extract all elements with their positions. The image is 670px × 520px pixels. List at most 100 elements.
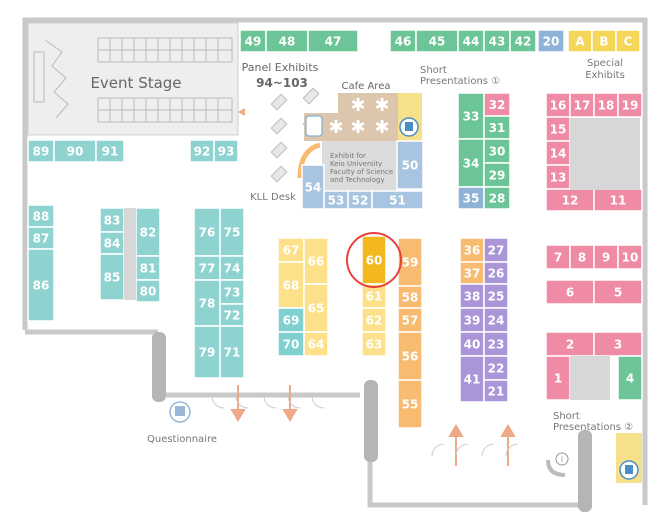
booth-C[interactable] <box>615 29 641 53</box>
short-presentations-2-label-b: Presentations ② <box>553 422 633 433</box>
booth-54[interactable] <box>301 164 325 210</box>
booth-14[interactable] <box>545 140 571 166</box>
booth-55[interactable] <box>397 379 423 429</box>
booth-C-label: C <box>624 35 633 49</box>
booth-68[interactable] <box>277 261 305 309</box>
booth-16-label: 16 <box>550 99 567 113</box>
booth-75[interactable] <box>219 207 245 257</box>
booth-4[interactable] <box>617 355 643 401</box>
booth-61-label: 61 <box>366 290 383 304</box>
booth-7-label: 7 <box>554 251 562 265</box>
booth-2[interactable] <box>545 331 595 357</box>
kll-desk-counter <box>297 142 321 179</box>
booth-73-label: 73 <box>224 286 241 300</box>
pillar-left <box>152 332 166 402</box>
booth-91-label: 91 <box>102 145 119 159</box>
booth-77-label: 77 <box>199 262 216 276</box>
booth-gap-lower-right <box>570 356 610 400</box>
info-icon <box>555 452 569 466</box>
booth-74[interactable] <box>219 255 245 281</box>
cafe-area: Cafe Area ✱✱ ✱✱✱ <box>304 81 398 141</box>
booth-78-label: 78 <box>199 297 216 311</box>
booth-19-label: 19 <box>622 99 639 113</box>
booth-40[interactable] <box>459 331 485 357</box>
booth-19[interactable] <box>617 92 643 118</box>
booth-60[interactable] <box>361 235 387 285</box>
booth-29-label: 29 <box>489 169 506 183</box>
booth-90-label: 90 <box>67 145 84 159</box>
booth-41[interactable] <box>459 355 485 403</box>
booth-27-label: 27 <box>488 244 505 258</box>
booth-56-label: 56 <box>402 350 419 364</box>
booth-64[interactable] <box>303 331 329 357</box>
booth-58-label: 58 <box>402 291 419 305</box>
booth-23-label: 23 <box>488 338 505 352</box>
booth-8[interactable] <box>569 244 595 270</box>
booth-50[interactable] <box>396 140 424 190</box>
booth-63-label: 63 <box>366 338 383 352</box>
booth-93-label: 93 <box>218 145 235 159</box>
booth-47[interactable] <box>307 29 359 53</box>
booth-13[interactable] <box>545 164 571 190</box>
booth-86[interactable] <box>27 248 55 322</box>
cafe-counter-icon <box>305 115 323 137</box>
svg-text:✱: ✱ <box>328 117 343 138</box>
booth-79[interactable] <box>193 325 221 379</box>
booth-83-label: 83 <box>104 214 121 228</box>
booth-67-label: 67 <box>283 244 300 258</box>
booth-87-label: 87 <box>33 232 50 246</box>
booth-67[interactable] <box>277 237 305 263</box>
booth-54-label: 54 <box>305 181 322 195</box>
booth-48-label: 48 <box>279 35 296 49</box>
booth-20-label: 20 <box>543 35 560 49</box>
booth-10[interactable] <box>617 244 643 270</box>
booth-93[interactable] <box>213 139 239 163</box>
keio-label-line1: Exhibit for <box>330 152 366 160</box>
booth-85[interactable] <box>99 253 125 301</box>
special-exhibits-label-a: Special <box>587 58 623 69</box>
booth-46-label: 46 <box>395 35 412 49</box>
booth-3[interactable] <box>593 331 643 357</box>
questionnaire-area: Questionnaire <box>147 401 217 445</box>
booth-6-label: 6 <box>566 286 574 300</box>
booth-45-label: 45 <box>429 35 446 49</box>
booth-30-label: 30 <box>489 145 506 159</box>
booth-34-label: 34 <box>463 157 480 171</box>
keio-label-line3: Faculty of Science <box>330 168 393 176</box>
booth-9-label: 9 <box>602 251 610 265</box>
booth-24[interactable] <box>483 307 509 333</box>
presentation-2-icon-inner <box>625 465 633 474</box>
booth-22[interactable] <box>483 355 509 381</box>
booth-49-label: 49 <box>245 35 262 49</box>
booth-42[interactable] <box>509 29 537 53</box>
booth-79-label: 79 <box>199 346 216 360</box>
booth-20[interactable] <box>537 29 565 53</box>
booth-91[interactable] <box>95 139 125 163</box>
booth-4-label: 4 <box>626 372 634 386</box>
booth-72-label: 72 <box>224 309 241 323</box>
booth-2-label: 2 <box>566 338 574 352</box>
booth-17-label: 17 <box>574 99 591 113</box>
booth-40-label: 40 <box>464 338 481 352</box>
panel-exhibits-label: Panel Exhibits <box>242 61 319 74</box>
booth-57[interactable] <box>397 307 423 333</box>
booth-28[interactable] <box>483 186 511 210</box>
booth-39-label: 39 <box>464 314 481 328</box>
special-exhibits-fill <box>570 118 640 190</box>
booth-17[interactable] <box>569 92 595 118</box>
event-stage-label: Event Stage <box>90 74 181 92</box>
svg-text:✱: ✱ <box>374 95 389 116</box>
booth-36[interactable] <box>459 237 485 263</box>
booth-51[interactable] <box>371 190 424 210</box>
exit-arrow-2-head <box>282 409 298 422</box>
booth-5[interactable] <box>593 279 643 305</box>
booth-71[interactable] <box>219 325 245 379</box>
booth-59[interactable] <box>397 237 423 287</box>
booth-25-label: 25 <box>488 290 505 304</box>
booth-63[interactable] <box>361 331 387 357</box>
booth-62-label: 62 <box>366 314 383 328</box>
booth-21[interactable] <box>483 379 509 403</box>
booth-27[interactable] <box>483 237 509 263</box>
event-stage <box>27 22 239 136</box>
